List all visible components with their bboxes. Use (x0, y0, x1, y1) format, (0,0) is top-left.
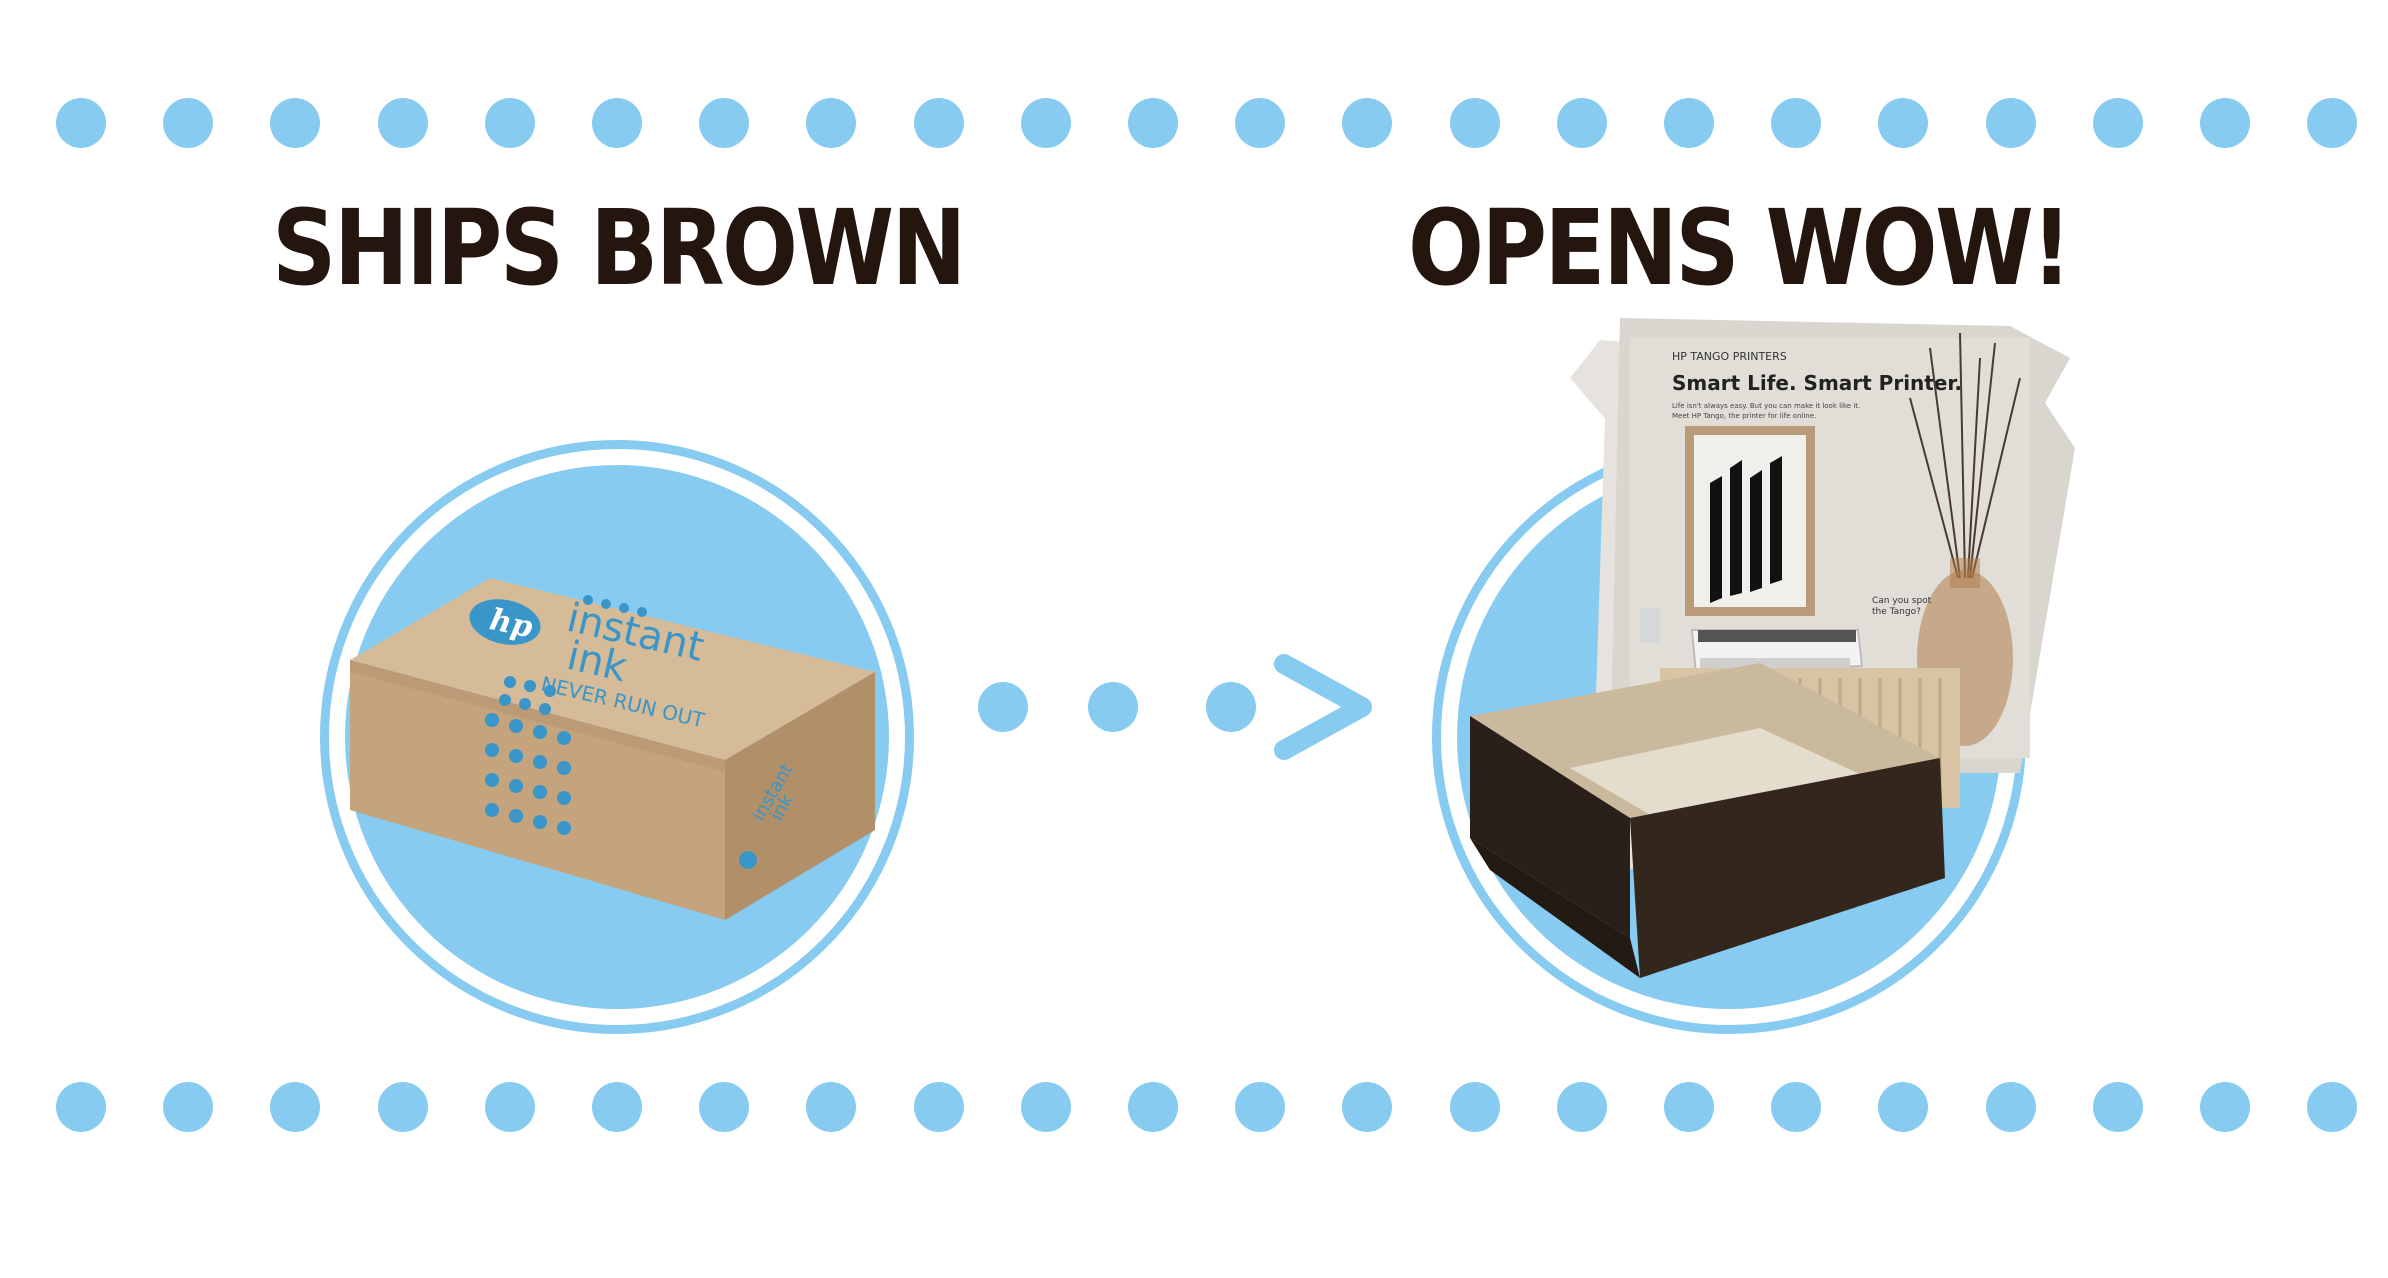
separator-dot (2093, 98, 2143, 148)
box-interior-floor (1570, 728, 1890, 838)
separator-dot (1128, 98, 1178, 148)
separator-dot (1235, 1082, 1285, 1132)
kraft-shipping-box: hp instant ink NEVER RUN OUT instant ink (350, 578, 875, 920)
separator-dot (806, 1082, 856, 1132)
connector-dot (1088, 682, 1138, 732)
box-front-wall (1630, 758, 1945, 978)
separator-dot (1771, 1082, 1821, 1132)
separator-dot (1235, 98, 1285, 148)
separator-dot (914, 98, 964, 148)
separator-dot (1450, 1082, 1500, 1132)
separator-dot (1021, 98, 1071, 148)
separator-dot (163, 1082, 213, 1132)
opened-display-box: HP TANGO PRINTERS Smart Life. Smart Prin… (1470, 318, 2075, 978)
printer (1690, 629, 1864, 676)
hp-logo-icon: hp (469, 599, 541, 645)
box-left-wall (1470, 716, 1630, 938)
separator-dot (1986, 1082, 2036, 1132)
separator-dot (2307, 1082, 2357, 1132)
separator-dot (56, 98, 106, 148)
separator-dot (485, 98, 535, 148)
separator-dot (1878, 98, 1928, 148)
separator-dot (806, 98, 856, 148)
connector-dot (1206, 682, 1256, 732)
separator-dot (56, 1082, 106, 1132)
side-hp-logo-icon (739, 851, 757, 869)
separator-dot (2307, 98, 2357, 148)
box-front-dot-grid (485, 713, 571, 835)
separator-dot (1021, 1082, 1071, 1132)
separator-dot (592, 1082, 642, 1132)
separator-dot (1557, 1082, 1607, 1132)
lid-body-line2: Meet HP Tango, the printer for life onli… (1672, 412, 1816, 420)
separator-dot (270, 1082, 320, 1132)
separator-dot (914, 1082, 964, 1132)
artwork-strokes (1710, 456, 1782, 603)
separator-dot (378, 1082, 428, 1132)
arrow-right-icon (1274, 654, 1372, 760)
separator-dot (1771, 98, 1821, 148)
separator-dot (1128, 1082, 1178, 1132)
separator-dot (2093, 1082, 2143, 1132)
separator-dot (2200, 98, 2250, 148)
box-side-face (725, 672, 875, 920)
separator-dot (592, 98, 642, 148)
callout-line1: Can you spot (1872, 596, 1932, 606)
heading-ships-brown: SHIPS BROWN (272, 187, 966, 309)
connector-dot (978, 682, 1028, 732)
separator-dot (699, 98, 749, 148)
lid-body-line1: Life isn't always easy. But you can make… (1672, 402, 1860, 410)
separator-dot (699, 1082, 749, 1132)
top-dot-separator (0, 98, 2388, 148)
separator-dot (163, 98, 213, 148)
callout-line2: the Tango? (1872, 607, 1921, 617)
separator-dot (1557, 98, 1607, 148)
separator-dot (1342, 1082, 1392, 1132)
glass (1640, 608, 1660, 643)
bottom-dot-separator (0, 1082, 2388, 1132)
separator-dot (270, 98, 320, 148)
lid-title-text: Smart Life. Smart Printer. (1672, 371, 1962, 395)
separator-dot (1450, 98, 1500, 148)
separator-dot (1342, 98, 1392, 148)
hp-logo-text: hp (487, 602, 536, 645)
separator-dot (485, 1082, 535, 1132)
box-top-dot-grid (499, 595, 647, 715)
separator-dot (2200, 1082, 2250, 1132)
separator-dot (1878, 1082, 1928, 1132)
separator-dot (1664, 98, 1714, 148)
separator-dot (1986, 98, 2036, 148)
heading-opens-wow: OPENS WOW! (1408, 187, 2072, 309)
lid-kicker-text: HP TANGO PRINTERS (1672, 350, 1787, 363)
separator-dot (378, 98, 428, 148)
separator-dot (1664, 1082, 1714, 1132)
